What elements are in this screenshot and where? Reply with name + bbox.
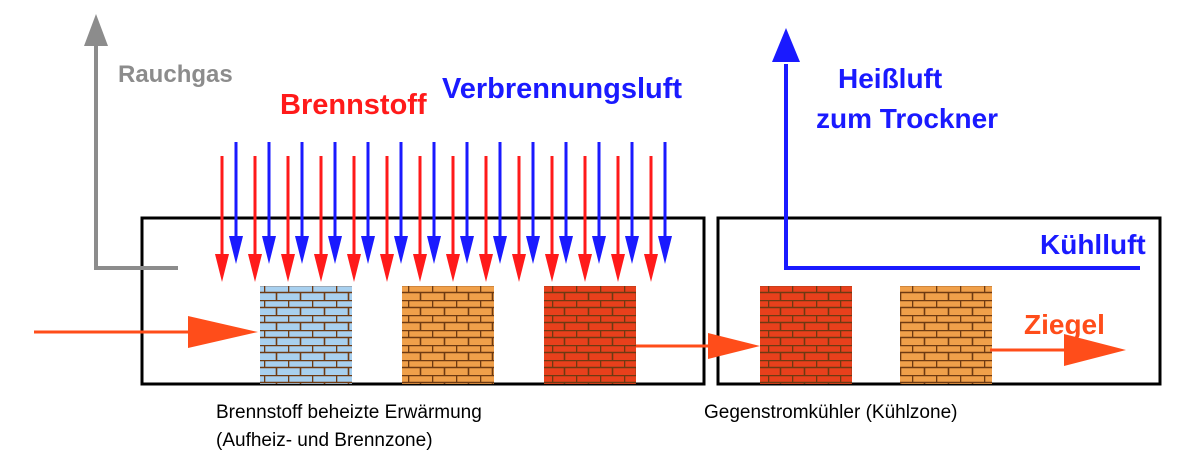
heissluft-label-line2: zum Trockner: [816, 103, 998, 134]
combustion-air-arrow: [295, 142, 309, 264]
combustion-air-arrow: [658, 142, 672, 264]
combustion-air-arrows: [229, 142, 672, 264]
flue-gas-arrowhead: [84, 14, 108, 46]
combustion-air-arrow: [427, 142, 441, 264]
cooling-zone-caption: Gegenstromkühler (Kühlzone): [704, 402, 957, 423]
fuel-arrow: [446, 156, 460, 282]
fuel-arrow: [347, 156, 361, 282]
fuel-arrow: [248, 156, 262, 282]
brick-stack-warm: [402, 286, 494, 384]
combustion-air-arrow: [460, 142, 474, 264]
outlet-flow-arrowhead: [1064, 334, 1126, 366]
kuehlluft-label: Kühlluft: [1040, 229, 1146, 260]
transfer-flow-arrowhead: [708, 333, 760, 359]
brick-stack-cooling-hot: [760, 286, 852, 384]
combustion-air-arrow: [592, 142, 606, 264]
fuel-arrow: [281, 156, 295, 282]
verbrennungsluft-label: Verbrennungsluft: [442, 73, 682, 105]
flue-gas-line: [94, 42, 178, 270]
heissluft-label-line1: Heißluft: [838, 63, 942, 94]
bricks: [260, 286, 992, 384]
brick-stack-cooling-warm: [900, 286, 992, 384]
combustion-air-arrow: [526, 142, 540, 264]
combustion-air-arrow: [328, 142, 342, 264]
fuel-arrow: [413, 156, 427, 282]
fuel-arrow: [644, 156, 658, 282]
fuel-arrow: [512, 156, 526, 282]
hot-air-arrowhead: [772, 28, 800, 62]
brennstoff-label: Brennstoff: [280, 89, 427, 121]
combustion-air-arrow: [559, 142, 573, 264]
combustion-air-arrow: [361, 142, 375, 264]
rauchgas-label: Rauchgas: [118, 61, 233, 88]
brick-stack-hot: [544, 286, 636, 384]
fuel-arrow: [611, 156, 625, 282]
brick-stack-cold: [260, 286, 352, 384]
fuel-arrow: [380, 156, 394, 282]
combustion-air-arrow: [229, 142, 243, 264]
heating-zone-caption-line2: (Aufheiz- und Brennzone): [216, 430, 433, 451]
fuel-arrow: [578, 156, 592, 282]
combustion-air-arrow: [493, 142, 507, 264]
combustion-air-arrow: [262, 142, 276, 264]
fuel-arrow: [314, 156, 328, 282]
fuel-arrow: [479, 156, 493, 282]
combustion-air-arrow: [394, 142, 408, 264]
fuel-arrow: [545, 156, 559, 282]
fuel-arrow: [215, 156, 229, 282]
combustion-air-arrow: [625, 142, 639, 264]
fuel-arrows: [215, 156, 658, 282]
heating-zone-caption-line1: Brennstoff beheizte Erwärmung: [216, 402, 482, 423]
ziegel-label: Ziegel: [1024, 309, 1105, 340]
cooling-air-line: [784, 64, 1140, 270]
inlet-flow-arrowhead: [188, 316, 258, 348]
